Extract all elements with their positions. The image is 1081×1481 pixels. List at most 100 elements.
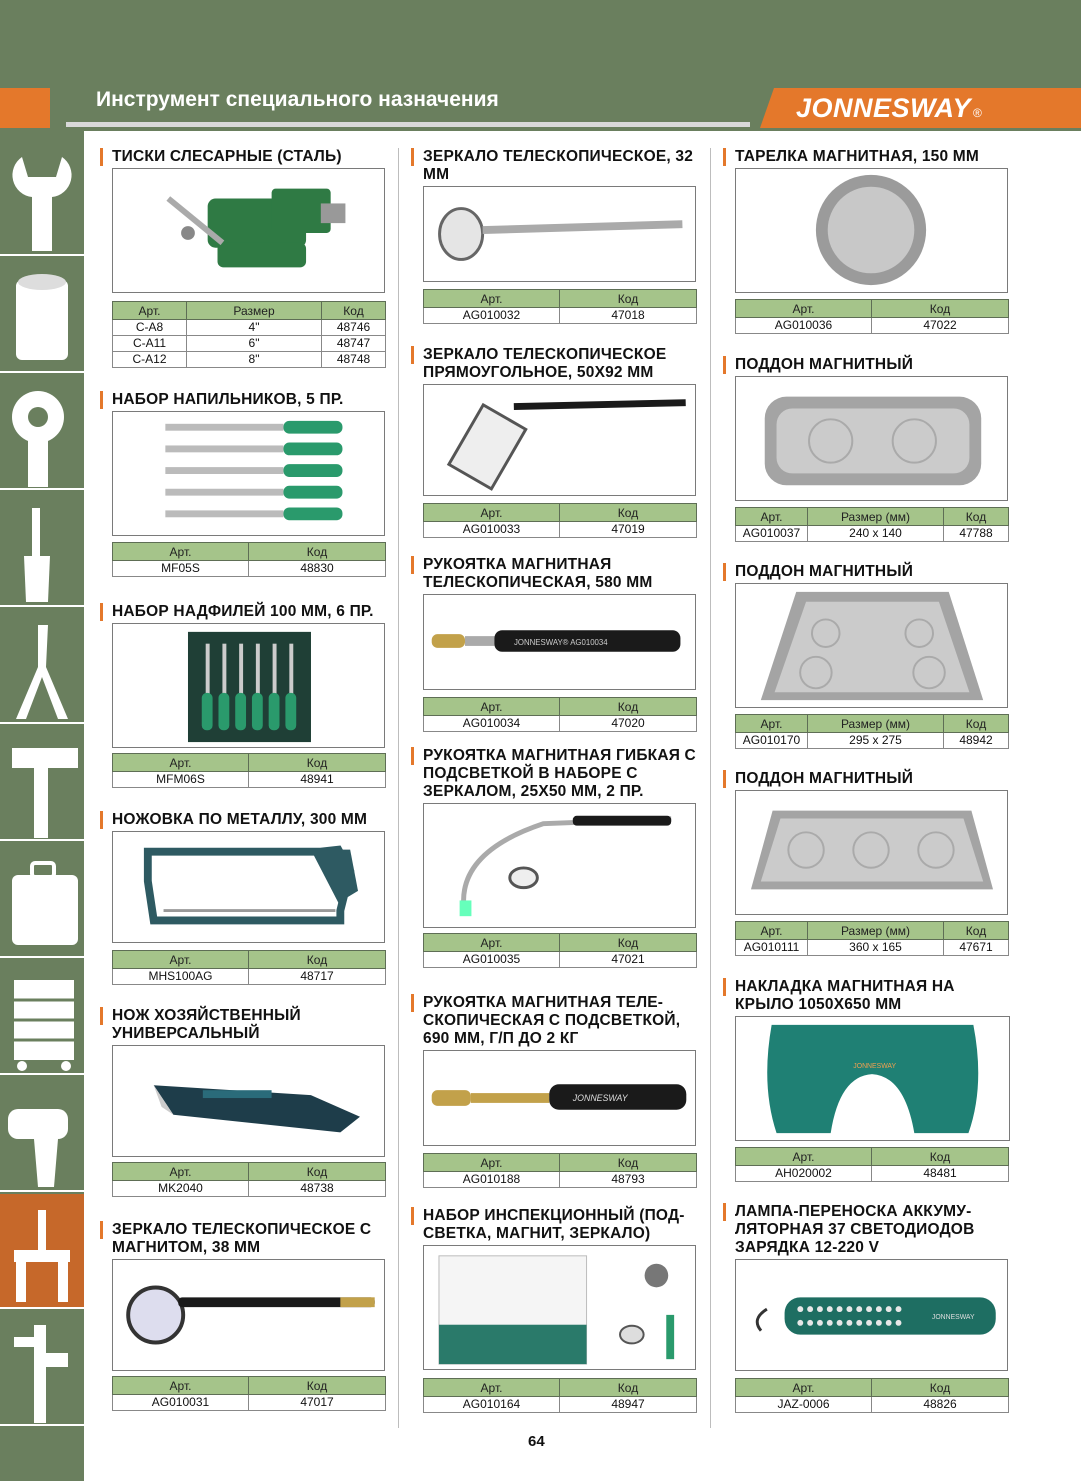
product-title: НАБОР ИНСПЕКЦИОННЫЙ (ПОД-СВЕТКА, МАГНИТ,… — [423, 1207, 685, 1242]
product-image-flexible-handle — [423, 803, 696, 928]
col-header-art: Арт. — [112, 542, 249, 561]
title-marker — [723, 978, 726, 996]
wrench-icon[interactable] — [0, 141, 84, 256]
product-image-files — [112, 411, 385, 536]
col-header-code: Код — [559, 697, 697, 716]
product-image-vise — [112, 168, 385, 293]
col-header-code: Код — [559, 1153, 697, 1172]
cell-art: MF05S — [112, 560, 249, 577]
air-tool-icon[interactable] — [0, 1077, 84, 1192]
col-header-code: Код — [943, 507, 1009, 526]
product-card: ЛАМПА-ПЕРЕНОСКА АККУМУ-ЛЯТОРНАЯ 37 СВЕТО… — [723, 1203, 1013, 1418]
product-card: ПОДДОН МАГНИТНЫЙ Арт.Размер (мм)Код AG01… — [723, 356, 1013, 551]
cell-size: 4" — [186, 319, 322, 336]
cell-size: 240 х 140 — [807, 525, 944, 542]
col-header-art: Арт. — [423, 289, 560, 308]
product-image-mirror-rect — [423, 384, 696, 496]
cell-size: 360 х 165 — [807, 939, 944, 956]
cell-code: 48830 — [248, 560, 386, 577]
screwdriver-icon[interactable] — [0, 492, 84, 607]
product-title: ЗЕРКАЛО ТЕЛЕСКОПИЧЕСКОЕ С МАГНИТОМ, 38 М… — [112, 1221, 372, 1256]
product-title: НАБОР НАДФИЛЕЙ 100 ММ, 6 ПР. — [112, 603, 374, 620]
category-sidebar — [0, 131, 84, 1481]
cell-code: 48481 — [871, 1165, 1009, 1182]
col-header-art: Арт. — [423, 933, 560, 952]
product-title: ЗЕРКАЛО ТЕЛЕСКОПИЧЕСКОЕ ПРЯМОУГОЛЬНОЕ, 5… — [423, 346, 667, 381]
col-header-code: Код — [943, 714, 1009, 733]
cell-code: 48738 — [248, 1180, 386, 1197]
product-title: НОЖОВКА ПО МЕТАЛЛУ, 300 ММ — [112, 811, 368, 828]
socket-icon[interactable] — [0, 258, 84, 373]
product-image-hacksaw — [112, 831, 385, 943]
title-marker — [411, 556, 414, 574]
cell-code: 48942 — [943, 732, 1009, 749]
product-card: НАКЛАДКА МАГНИТНАЯ НА КРЫЛО 1050Х650 ММ … — [723, 978, 1013, 1188]
cell-art: AH020002 — [735, 1165, 872, 1182]
col-header-art: Арт. — [735, 921, 808, 940]
cell-code: 48826 — [871, 1396, 1009, 1413]
col-header-art: Арт. — [112, 1162, 249, 1181]
brand-name: JONNESWAY — [796, 93, 972, 123]
col-header-art: Арт. — [423, 1378, 560, 1397]
product-title: ЗЕРКАЛО ТЕЛЕСКОПИЧЕСКОЕ, 32 ММ — [423, 148, 694, 183]
title-marker — [100, 1221, 103, 1239]
product-title: ТАРЕЛКА МАГНИТНАЯ, 150 ММ — [735, 148, 980, 165]
product-card: НАБОР НАДФИЛЕЙ 100 ММ, 6 ПР. Арт.Код MFM… — [100, 603, 390, 798]
product-image-led-lamp: JONNESWAY — [735, 1259, 1008, 1371]
cell-code: 48947 — [559, 1396, 697, 1413]
hammer-icon[interactable] — [0, 726, 84, 841]
pliers-icon[interactable] — [0, 609, 84, 724]
title-marker — [723, 1203, 726, 1221]
col-header-art: Арт. — [735, 507, 808, 526]
product-card: ЗЕРКАЛО ТЕЛЕСКОПИЧЕСКОЕ, 32 ММ Арт.Код A… — [411, 148, 701, 333]
col-header-code: Код — [871, 1378, 1009, 1397]
puller-icon[interactable] — [0, 1194, 84, 1309]
cover-logo: JONNESWAY — [853, 1063, 896, 1070]
caliper-icon[interactable] — [0, 1311, 84, 1426]
col-header-art: Арт. — [423, 503, 560, 522]
col-header-code: Код — [321, 301, 386, 320]
col-header-size: Размер (мм) — [807, 714, 944, 733]
ratchet-icon[interactable] — [0, 375, 84, 490]
tool-case-icon[interactable] — [0, 843, 84, 958]
cell-code: 48793 — [559, 1171, 697, 1188]
title-marker — [411, 1207, 414, 1225]
brand-logo: JONNESWAY® — [760, 88, 1081, 128]
product-image-telescopic-light: JONNESWAY — [423, 1050, 696, 1146]
col-header-code: Код — [559, 1378, 697, 1397]
cell-size: 295 х 275 — [807, 732, 944, 749]
cell-art: AG010170 — [735, 732, 808, 749]
title-marker — [411, 148, 414, 166]
col-header-code: Код — [248, 542, 386, 561]
cell-code: 47788 — [943, 525, 1009, 542]
col-header-code: Код — [559, 289, 697, 308]
col-header-art: Арт. — [112, 950, 249, 969]
product-image-fender-cover: JONNESWAY — [735, 1016, 1010, 1141]
tool-cabinet-icon[interactable] — [0, 960, 84, 1075]
product-image-magnetic-tray-square — [735, 583, 1008, 708]
title-marker — [100, 603, 103, 621]
col-header-code: Код — [871, 1147, 1009, 1166]
col-header-code: Код — [248, 1162, 386, 1181]
column-divider — [710, 148, 711, 1428]
cell-code: 47022 — [871, 317, 1009, 334]
cell-art: AG010032 — [423, 307, 560, 324]
product-card: РУКОЯТКА МАГНИТНАЯ ГИБКАЯ С ПОДСВЕТКОЙ В… — [411, 747, 701, 977]
page-number: 64 — [528, 1433, 545, 1450]
header-underline — [66, 122, 750, 127]
